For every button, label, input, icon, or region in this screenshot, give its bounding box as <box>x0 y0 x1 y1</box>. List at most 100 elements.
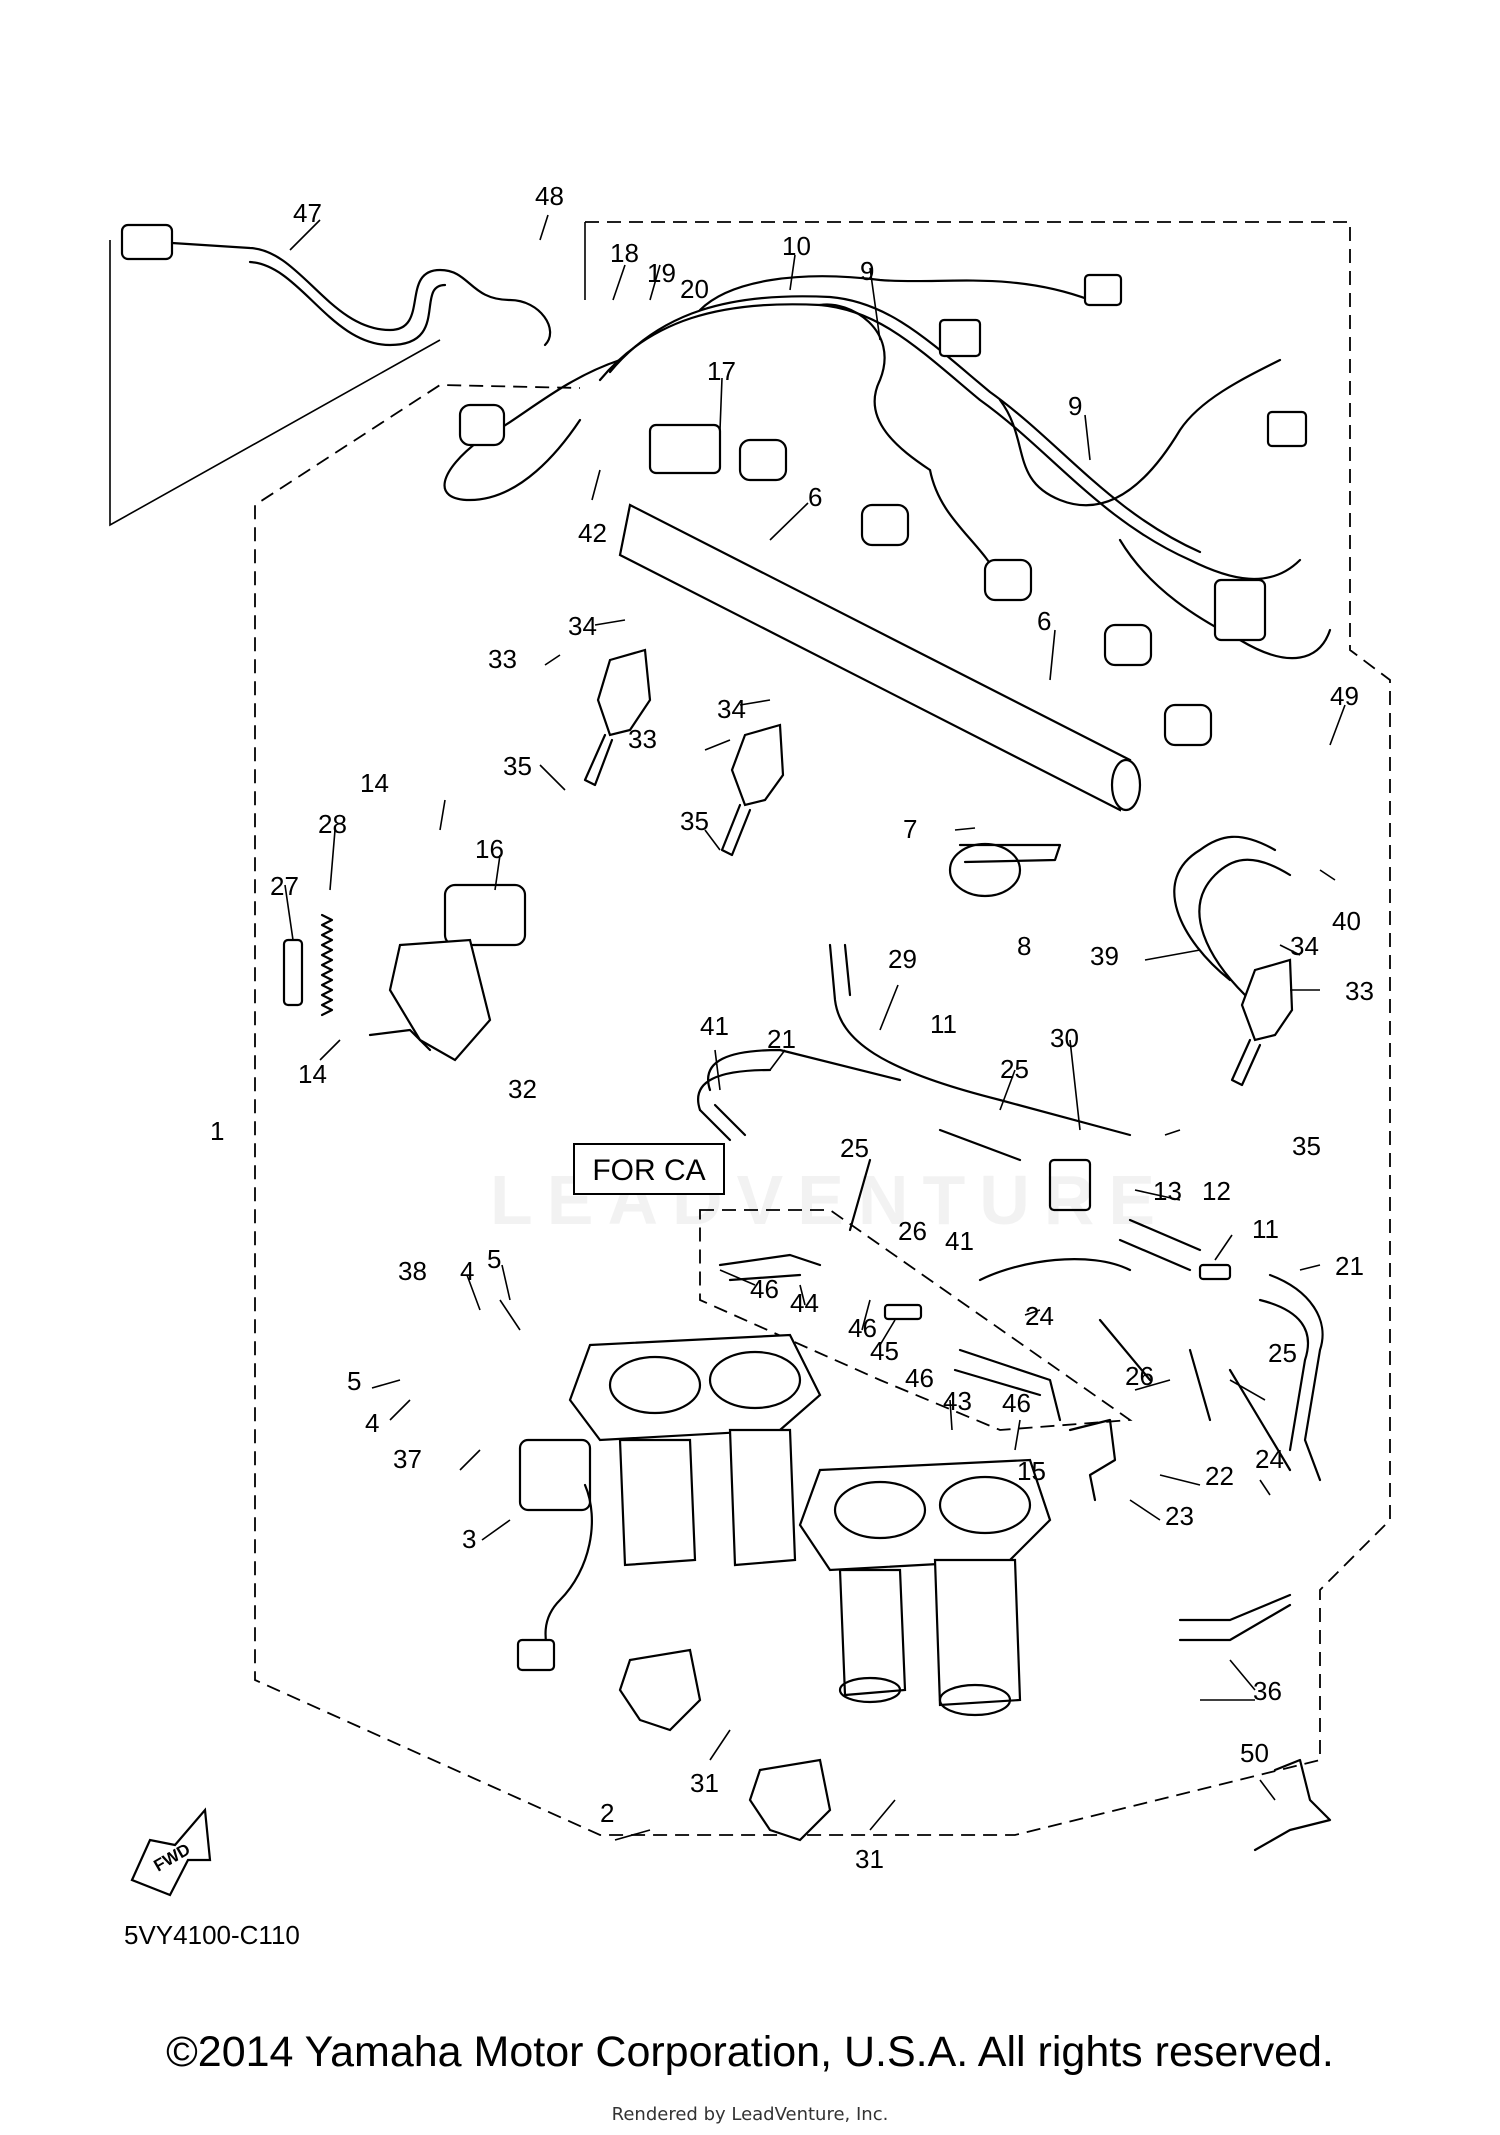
callout-37: 37 <box>393 1444 422 1474</box>
sensor-17[interactable] <box>648 423 722 475</box>
for-ca-label: FOR CA <box>573 1143 725 1195</box>
idle-speed-control[interactable] <box>368 883 527 1062</box>
callout-3: 3 <box>462 1524 476 1554</box>
harness-boundary <box>109 222 586 527</box>
leader-lines <box>284 214 1346 1841</box>
fuel-injector-right[interactable] <box>1230 958 1294 1087</box>
callout-18: 18 <box>610 238 639 268</box>
callout-34a: 34 <box>568 611 597 641</box>
callout-35c: 35 <box>1292 1131 1321 1161</box>
callout-38: 38 <box>398 1256 427 1286</box>
callout-25b: 25 <box>840 1133 869 1163</box>
callout-47: 47 <box>293 198 322 228</box>
render-note: Rendered by LeadVenture, Inc. <box>611 2104 889 2125</box>
callout-14a: 14 <box>360 768 389 798</box>
callout-49: 49 <box>1330 681 1359 711</box>
bracket-50[interactable] <box>1253 1758 1332 1852</box>
callout-46d: 46 <box>1002 1388 1031 1418</box>
hose-29[interactable] <box>828 943 1132 1137</box>
callout-33c: 33 <box>1345 976 1374 1006</box>
callout-44: 44 <box>790 1288 819 1318</box>
bracket-15[interactable] <box>1068 1418 1117 1502</box>
callout-35a: 35 <box>503 751 532 781</box>
callout-21a: 21 <box>767 1024 796 1054</box>
callout-22: 22 <box>1205 1461 1234 1491</box>
wire-harness[interactable] <box>443 273 1332 747</box>
pressure-regulator[interactable] <box>948 842 1062 898</box>
callout-35b: 35 <box>680 806 709 836</box>
callout-17: 17 <box>707 356 736 386</box>
callout-19: 19 <box>647 258 676 288</box>
callout-16: 16 <box>475 834 504 864</box>
spring-28[interactable] <box>320 913 334 1017</box>
stop-screw-36[interactable] <box>1178 1593 1292 1642</box>
callout-29: 29 <box>888 944 917 974</box>
callout-41a: 41 <box>700 1011 729 1041</box>
callout-50: 50 <box>1240 1738 1269 1768</box>
callout-24b: 24 <box>1255 1444 1284 1474</box>
callout-11b: 11 <box>1252 1214 1279 1244</box>
for-ca-boundary <box>699 1209 1133 1431</box>
hose-21-lower[interactable] <box>1258 1273 1324 1482</box>
callout-11a: 11 <box>930 1009 957 1039</box>
callout-14b: 14 <box>298 1059 327 1089</box>
callout-24a: 24 <box>1025 1301 1054 1331</box>
callout-25c: 25 <box>1268 1338 1297 1368</box>
callout-12: 12 <box>1202 1176 1231 1206</box>
sensor-2a[interactable] <box>618 1648 702 1732</box>
callout-9a: 9 <box>860 256 874 286</box>
callout-48: 48 <box>535 181 564 211</box>
throttle-sensor-3[interactable] <box>516 1438 593 1672</box>
throttle-body-assembly[interactable] <box>568 1333 1052 1717</box>
callout-9b: 9 <box>1068 391 1082 421</box>
callout-34c: 34 <box>1290 931 1319 961</box>
callout-42: 42 <box>578 518 607 548</box>
callout-5b: 5 <box>347 1366 361 1396</box>
callout-46c: 46 <box>905 1363 934 1393</box>
callout-45: 45 <box>870 1336 899 1366</box>
callout-4a: 4 <box>460 1256 474 1286</box>
callout-36: 36 <box>1253 1676 1282 1706</box>
callout-28: 28 <box>318 809 347 839</box>
callout-41b: 41 <box>945 1226 974 1256</box>
sensor-2b[interactable] <box>748 1758 832 1842</box>
callout-21b: 21 <box>1335 1251 1364 1281</box>
hose-24[interactable] <box>978 1257 1292 1472</box>
callout-46a: 46 <box>750 1274 779 1304</box>
callout-46b: 46 <box>848 1313 877 1343</box>
callout-43: 43 <box>943 1386 972 1416</box>
hose-12[interactable] <box>1118 1218 1202 1272</box>
copyright-notice: ©2014 Yamaha Motor Corporation, U.S.A. A… <box>166 2028 1334 2076</box>
callout-32: 32 <box>508 1074 537 1104</box>
fuel-rail[interactable] <box>618 503 1142 812</box>
fuel-injector-left[interactable] <box>583 648 652 787</box>
fuel-injector-mid[interactable] <box>720 723 785 857</box>
callout-26a: 26 <box>898 1216 927 1246</box>
tee-45[interactable] <box>883 1303 923 1321</box>
callout-34b: 34 <box>717 694 746 724</box>
callout-15: 15 <box>1017 1456 1046 1486</box>
callout-7: 7 <box>903 814 917 844</box>
hose-43[interactable] <box>953 1348 1062 1422</box>
callout-5a: 5 <box>487 1244 501 1274</box>
callout-1: 1 <box>210 1116 224 1146</box>
pin-27[interactable] <box>282 938 304 1007</box>
callout-8: 8 <box>1017 931 1031 961</box>
callout-31b: 31 <box>855 1844 884 1874</box>
callout-33a: 33 <box>488 644 517 674</box>
callout-10: 10 <box>782 231 811 261</box>
tee-13[interactable] <box>1048 1158 1092 1212</box>
callout-27: 27 <box>270 871 299 901</box>
hose-21-upper[interactable] <box>697 1048 902 1112</box>
callout-30: 30 <box>1050 1023 1079 1053</box>
callout-39: 39 <box>1090 941 1119 971</box>
assembly-boundary <box>254 221 1391 1836</box>
tee-11[interactable] <box>1198 1263 1232 1281</box>
callout-13: 13 <box>1153 1176 1182 1206</box>
sub-lead-47[interactable] <box>120 223 552 347</box>
fuel-hose-39[interactable] <box>1173 835 1292 997</box>
hose-25[interactable] <box>848 1128 1212 1422</box>
callout-20: 20 <box>680 274 709 304</box>
hose-41-upper[interactable] <box>698 1103 747 1142</box>
